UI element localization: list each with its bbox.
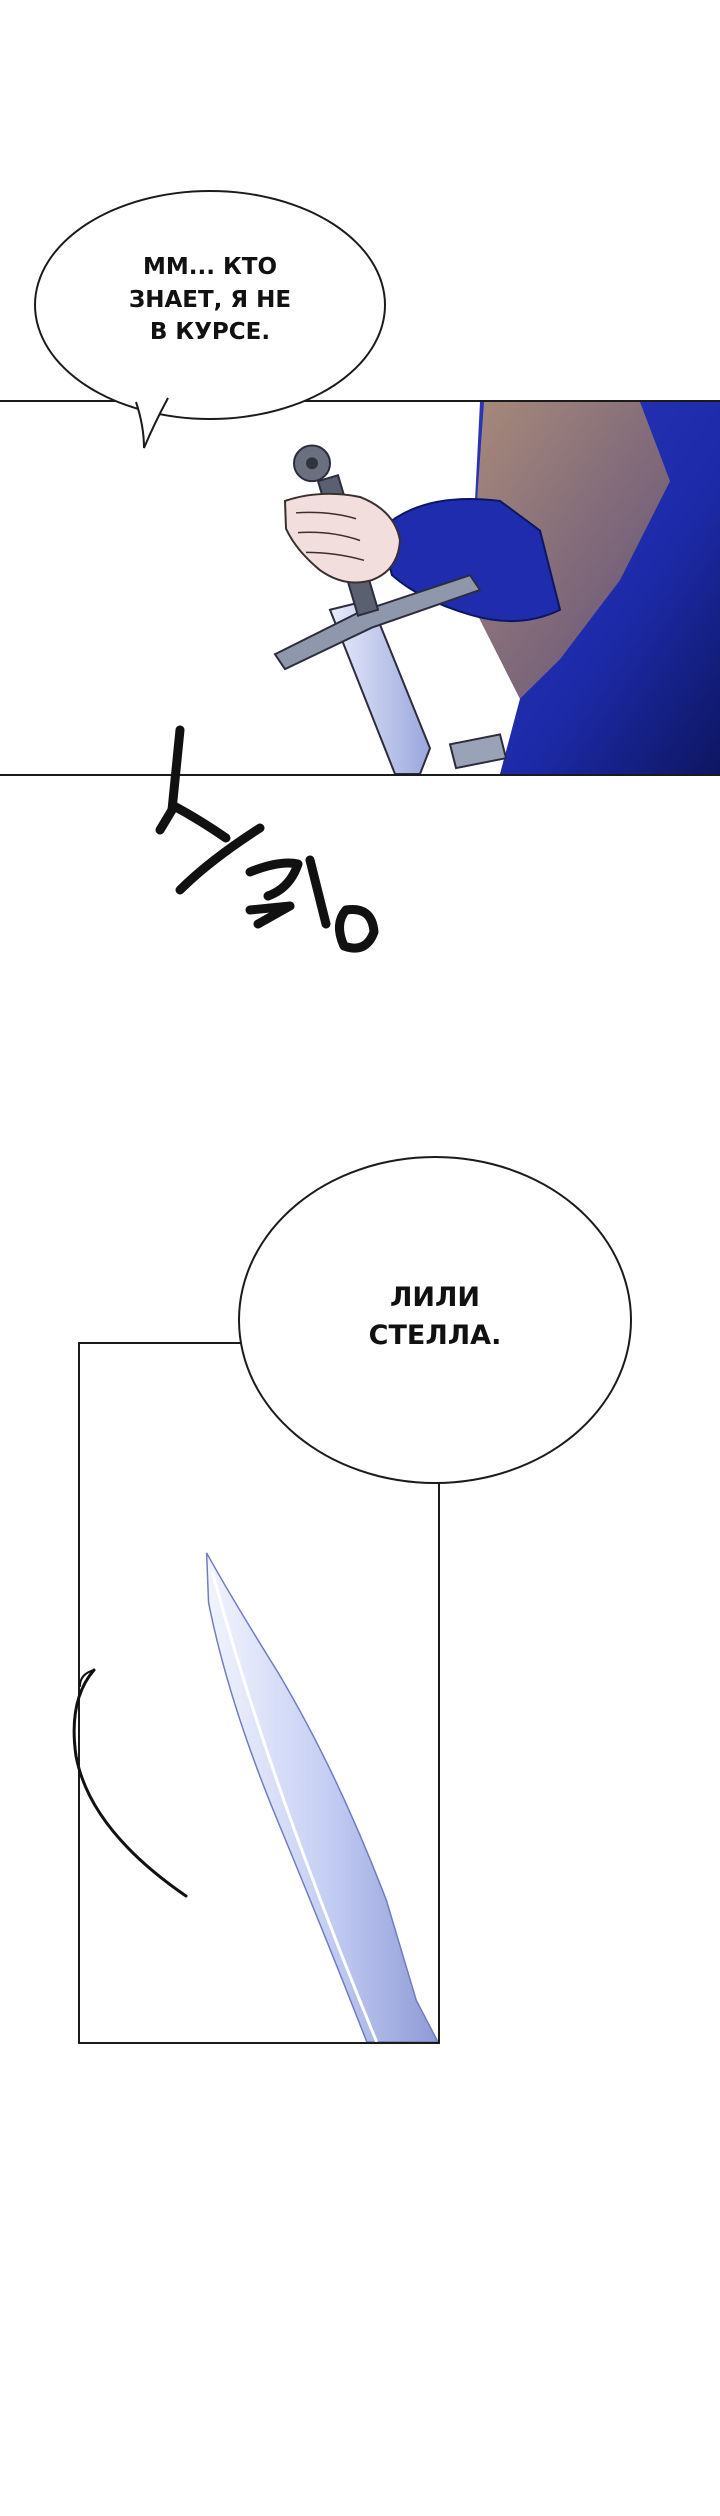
robe-shape <box>470 402 670 699</box>
sound-effect-swish: 스윽 <box>140 710 379 953</box>
sound-effect-text: 스윽 <box>140 710 142 711</box>
blade-art <box>205 1552 438 2042</box>
panel-sword-grip <box>0 400 720 776</box>
sword-grip-art <box>273 402 720 774</box>
blade-close-shape <box>205 1552 438 2042</box>
speech-bubble-1: ММ... КТО ЗНАЕТ, Я НЕ В КУРСЕ. <box>34 190 386 420</box>
blade-ridge <box>211 1572 379 2042</box>
motion-line <box>72 1668 188 1898</box>
speech-bubble-1-text: ММ... КТО ЗНАЕТ, Я НЕ В КУРСЕ. <box>128 254 292 346</box>
hand-shape <box>283 492 402 584</box>
speech-bubble-2: ЛИЛИ СТЕЛЛА. <box>238 1156 632 1484</box>
speech-bubble-2-text: ЛИЛИ СТЕЛЛА. <box>368 1281 502 1351</box>
speech-bubble-1-tail <box>132 396 169 449</box>
scabbard-ring <box>448 733 508 770</box>
